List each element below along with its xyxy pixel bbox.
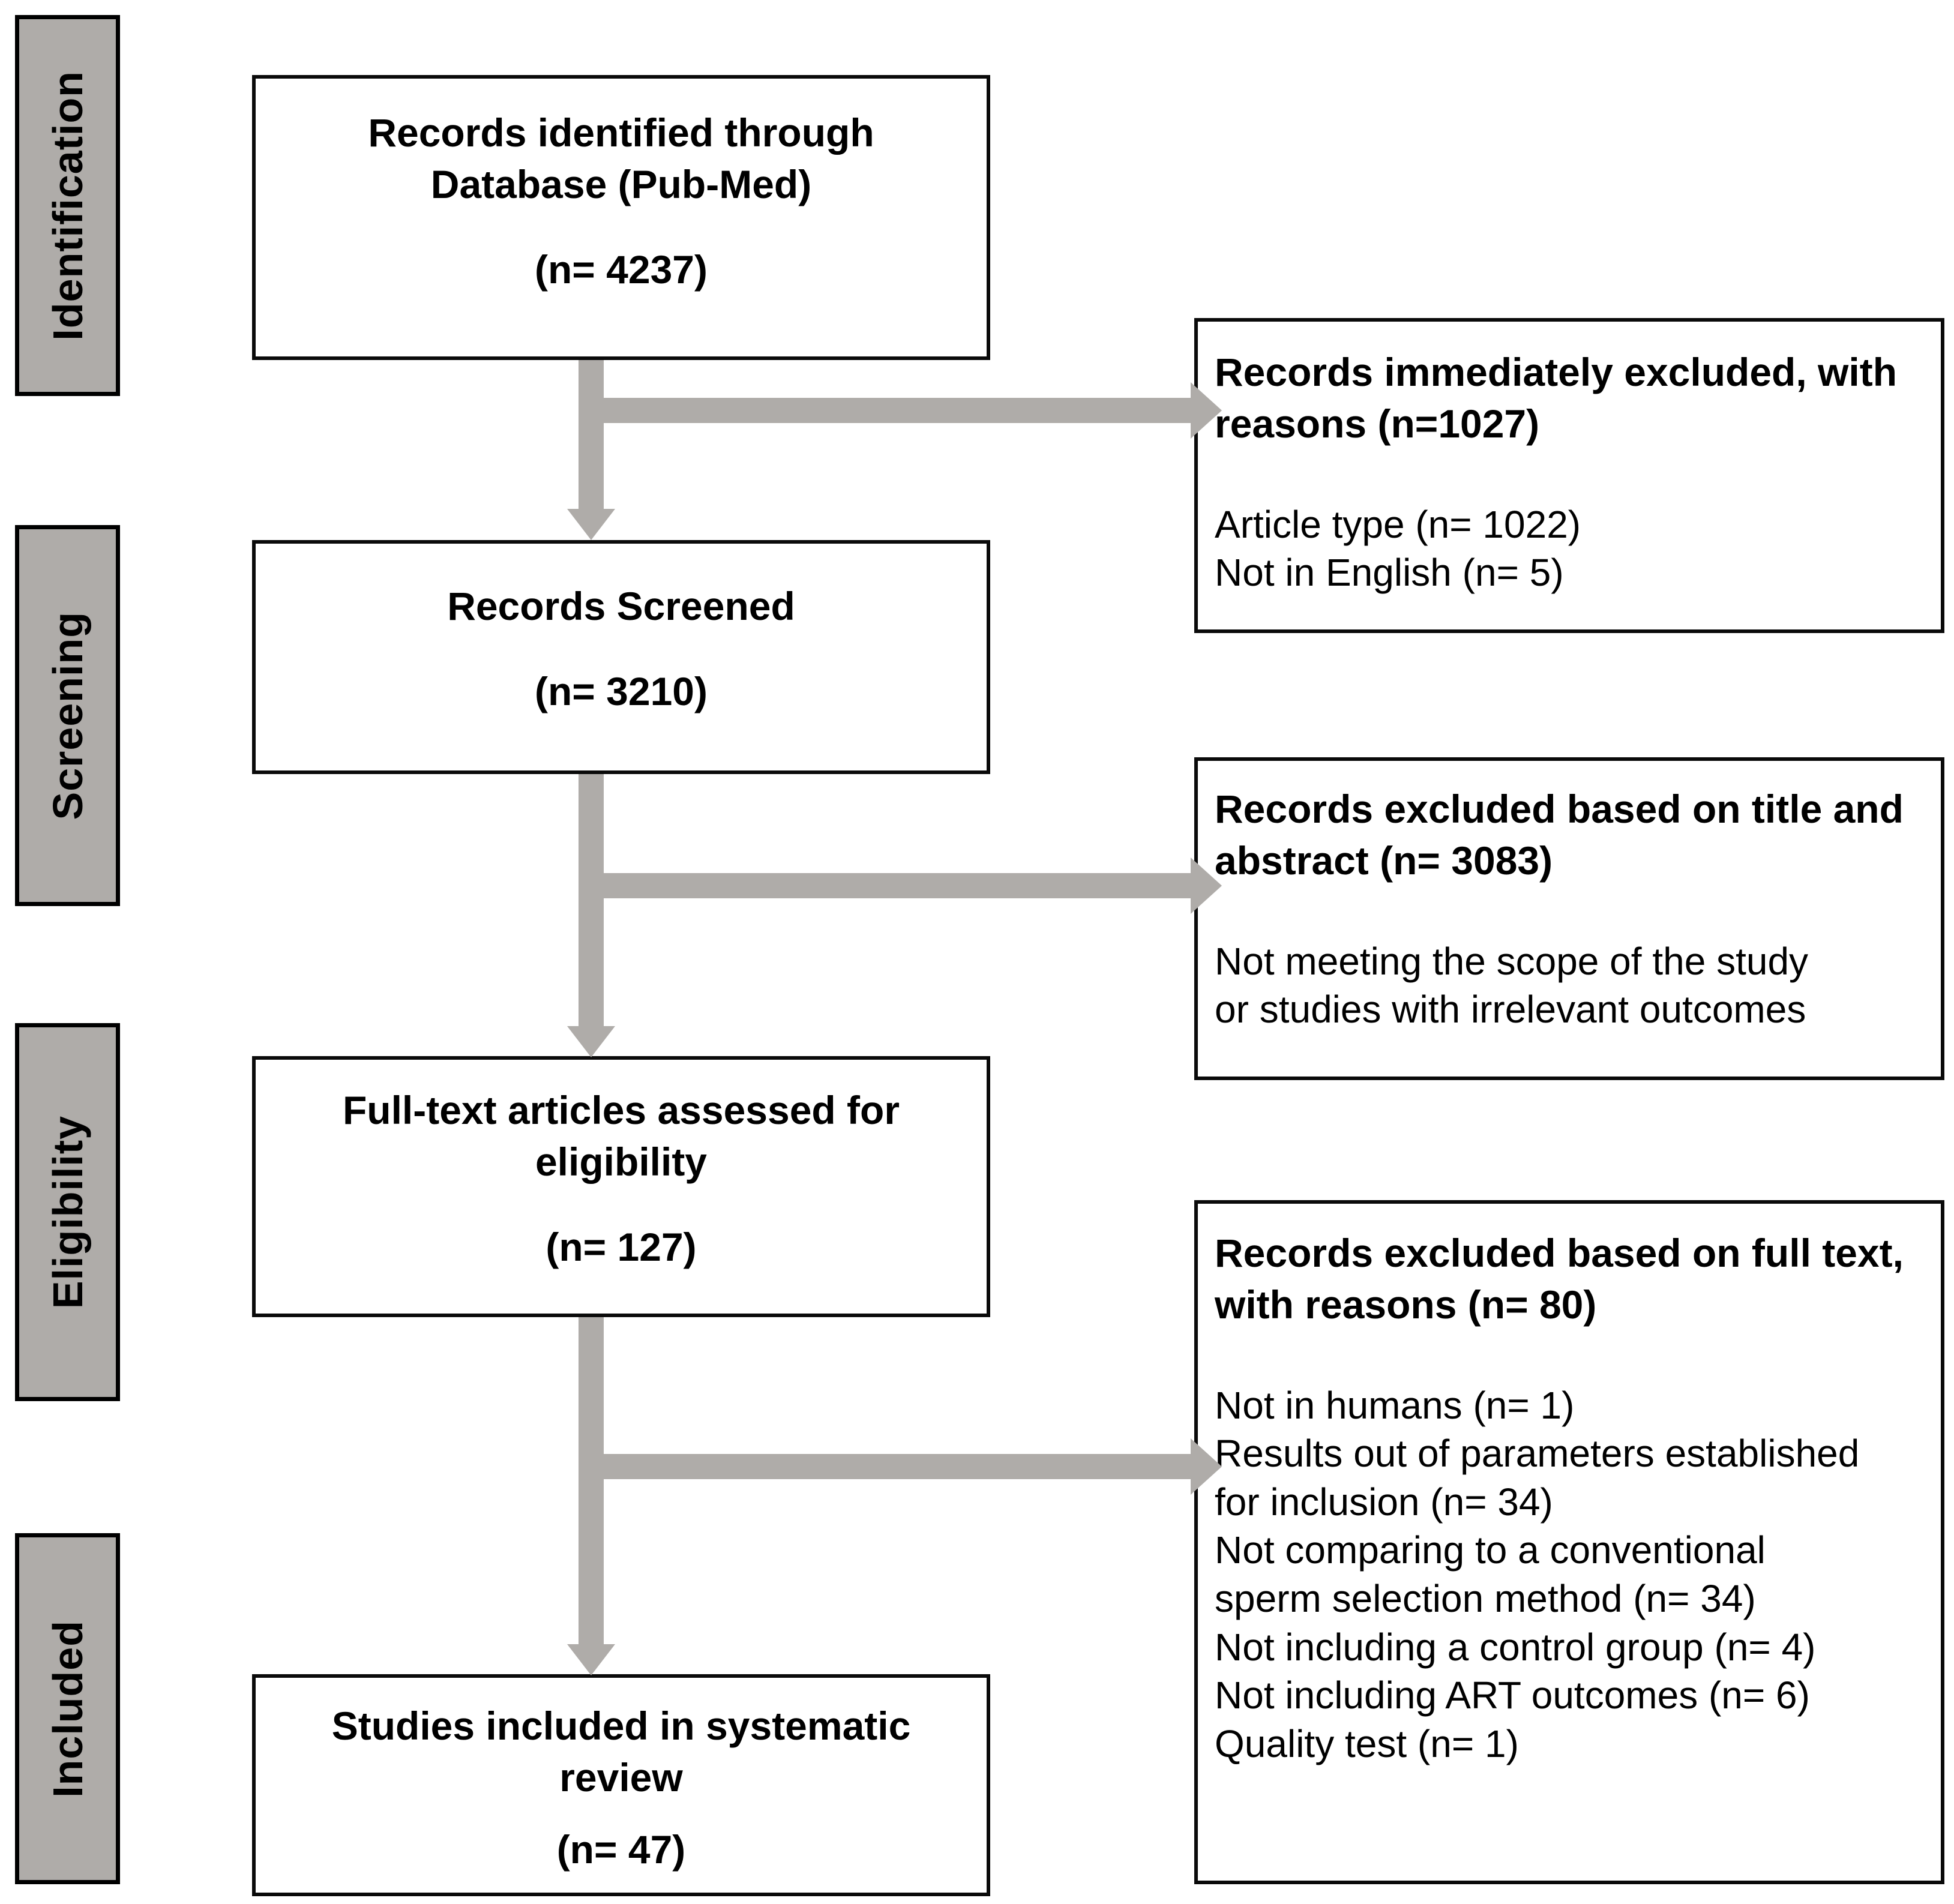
flow-box-records-screened: Records Screened (n= 3210) (252, 540, 990, 774)
exclusion-reason: Not meeting the scope of the study (1215, 939, 1809, 983)
exclusion-reason: Not including a control group (n= 4) (1215, 1625, 1816, 1669)
exclusion-heading-line2: reasons (n=1027) (1215, 401, 1540, 446)
connector-arrowhead-down-3 (567, 1644, 615, 1675)
exclusion-reason: Quality test (n= 1) (1215, 1722, 1519, 1765)
exclusion-heading-line1: Records excluded based on full text, (1215, 1231, 1904, 1275)
flow-box-records-identified: Records identified through Database (Pub… (252, 75, 990, 360)
flow-box-count: (n= 4237) (535, 247, 708, 292)
exclusion-heading-line2: abstract (n= 3083) (1215, 838, 1553, 883)
connector-arrowhead-right-1 (1191, 382, 1222, 439)
connector-stem-down-2 (579, 774, 604, 1026)
exclusion-reason: sperm selection method (n= 34) (1215, 1577, 1756, 1621)
connector-stem-right-3 (579, 1454, 1191, 1479)
flow-box-title-line1: Full-text articles assessed for (342, 1088, 900, 1132)
flow-box-title-line1: Records identified through (368, 110, 874, 155)
stage-label-eligibility: Eligibility (44, 1115, 91, 1309)
flow-box-studies-included: Studies included in systematic review (n… (252, 1674, 990, 1896)
exclusion-reason: Not in English (n= 5) (1215, 551, 1564, 595)
exclusion-reason: for inclusion (n= 34) (1215, 1480, 1553, 1524)
stage-screening: Screening (15, 525, 120, 906)
stage-label-screening: Screening (44, 611, 91, 820)
flow-box-title-line1: Studies included in systematic (331, 1704, 911, 1748)
flow-box-count: (n= 47) (556, 1827, 686, 1872)
stage-included: Included (15, 1533, 120, 1884)
connector-stem-down-3 (579, 1317, 604, 1644)
exclusion-reason: Not in humans (n= 1) (1215, 1383, 1575, 1427)
exclusion-reason: Article type (n= 1022) (1215, 502, 1581, 546)
exclusion-reason: Not comparing to a conventional (1215, 1528, 1766, 1572)
exclusion-heading-line1: Records excluded based on title and (1215, 787, 1904, 831)
exclusion-heading-line2: with reasons (n= 80) (1215, 1282, 1597, 1327)
stage-identification: Identification (15, 15, 120, 396)
connector-arrowhead-right-3 (1191, 1438, 1222, 1495)
connector-stem-right-2 (579, 873, 1191, 898)
exclusion-reason: or studies with irrelevant outcomes (1215, 988, 1806, 1032)
exclusion-box-immediate: Records immediately excluded, with reaso… (1194, 318, 1944, 633)
stage-label-identification: Identification (44, 70, 91, 341)
connector-stem-down-1 (579, 360, 604, 509)
flow-box-count: (n= 127) (546, 1224, 697, 1269)
flow-box-title-line2: review (559, 1755, 683, 1800)
stage-eligibility: Eligibility (15, 1023, 120, 1401)
exclusion-reason: Results out of parameters established (1215, 1432, 1860, 1476)
flow-box-fulltext-assessed: Full-text articles assessed for eligibil… (252, 1056, 990, 1317)
exclusion-reason: Not including ART outcomes (n= 6) (1215, 1674, 1810, 1717)
connector-stem-right-1 (579, 398, 1191, 423)
flow-box-title-line2: eligibility (535, 1139, 708, 1184)
exclusion-box-title-abstract: Records excluded based on title and abst… (1194, 757, 1944, 1080)
connector-arrowhead-down-1 (567, 509, 615, 540)
flow-box-count: (n= 3210) (535, 668, 708, 713)
flow-box-title-line2: Database (Pub-Med) (430, 161, 812, 206)
exclusion-heading-line1: Records immediately excluded, with (1215, 350, 1898, 394)
flow-box-title-line1: Records Screened (447, 584, 795, 628)
connector-arrowhead-down-2 (567, 1026, 615, 1057)
connector-arrowhead-right-2 (1191, 857, 1222, 914)
exclusion-box-full-text: Records excluded based on full text, wit… (1194, 1200, 1944, 1884)
stage-label-included: Included (44, 1620, 91, 1798)
